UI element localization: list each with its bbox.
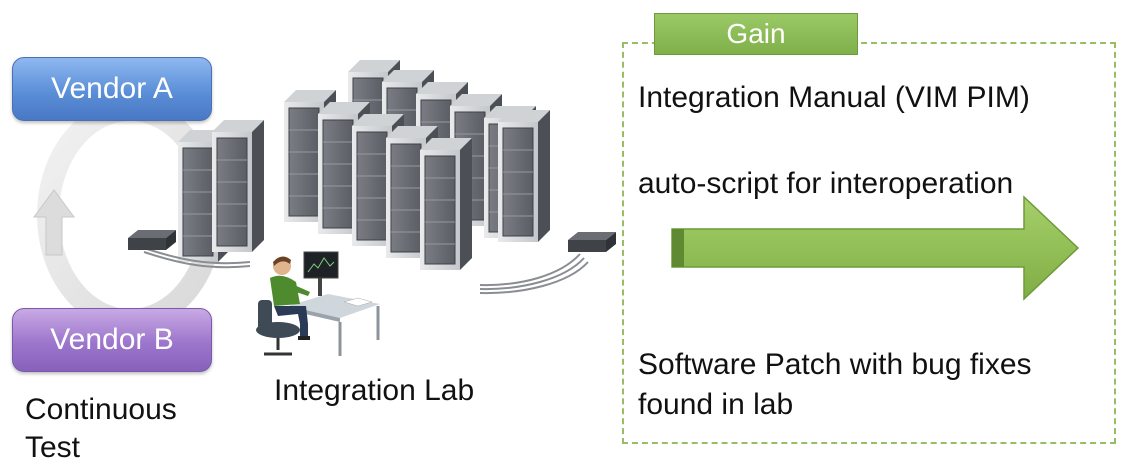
server-rack-icon	[143, 59, 589, 295]
gain-item-software-patch: Software Patch with bug fixes	[638, 348, 1032, 381]
gain-item-found-in-lab: found in lab	[638, 388, 794, 421]
continuous-test-line1: Continuous	[25, 393, 177, 426]
continuous-test-line2: Test	[25, 431, 81, 464]
network-switch-icon	[568, 232, 616, 252]
network-switch-icon	[128, 230, 176, 250]
gain-item-integration-manual: Integration Manual (VIM PIM)	[638, 81, 1030, 114]
gain-panel	[622, 42, 1116, 444]
right-arrow-icon	[671, 195, 1080, 301]
gain-title: Gain	[726, 18, 786, 49]
vendor-a-box: Vendor A	[12, 57, 212, 121]
vendor-b-label: Vendor B	[50, 323, 174, 356]
vendor-b-box: Vendor B	[12, 308, 212, 372]
engineer-at-desk-icon	[256, 251, 380, 356]
gain-item-auto-script: auto-script for interoperation	[638, 167, 1014, 200]
integration-lab-label: Integration Lab	[274, 374, 475, 407]
vendor-a-label: Vendor A	[51, 72, 173, 105]
gain-tab: Gain	[654, 13, 858, 55]
